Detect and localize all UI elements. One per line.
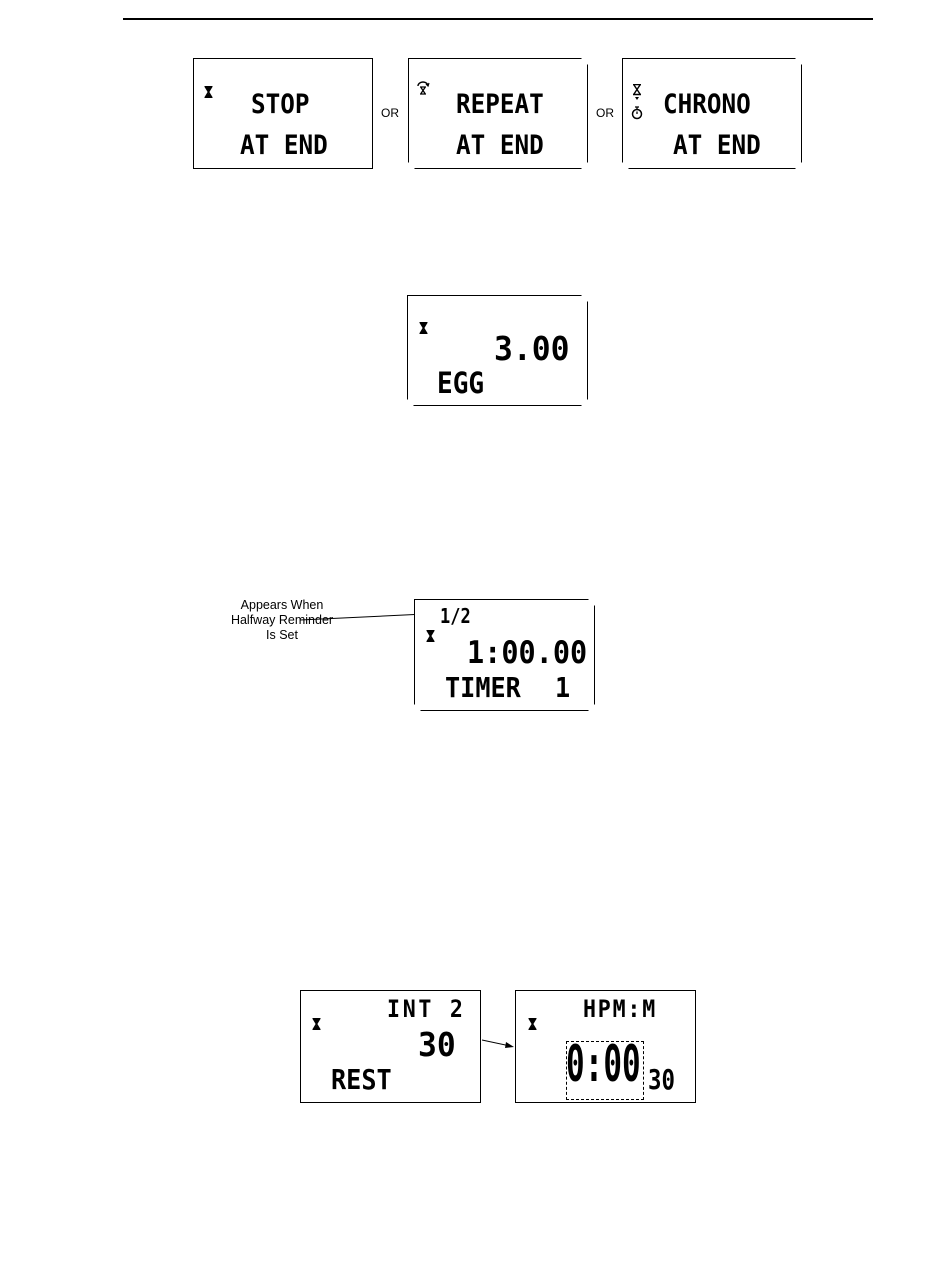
hourglass-icon: [527, 1018, 538, 1030]
hourglass-icon: [311, 1018, 322, 1030]
hourglass-icon: [418, 322, 429, 334]
or-separator: OR: [596, 106, 614, 120]
halfway-indicator: 1/2: [440, 606, 471, 626]
lcd-stop-at-end: STOP AT END: [193, 58, 373, 169]
lcd-line-1: REPEAT: [456, 91, 544, 118]
chrono-arrow-icon: [632, 84, 642, 104]
lcd-repeat-at-end: REPEAT AT END: [408, 58, 588, 169]
stopwatch-icon: [631, 106, 643, 120]
flow-arrow: [480, 1036, 520, 1052]
timer-number: 1: [555, 674, 570, 702]
hourglass-icon: [425, 630, 436, 642]
header-rule: [123, 18, 873, 20]
timer-label: TIMER: [445, 674, 521, 702]
lcd-timer-1: 1/2 1:00.00 TIMER 1: [414, 599, 595, 711]
callout-line: Is Set: [220, 628, 344, 643]
bpm-header: HPM:M: [583, 997, 657, 1021]
hourglass-icon: [203, 86, 214, 98]
interval-header: INT 2: [387, 997, 466, 1021]
timer-value: 3.00: [494, 332, 570, 365]
timer-value: 1:00.00: [467, 638, 587, 669]
lcd-egg-timer: 3.00 EGG: [407, 295, 588, 406]
interval-label: REST: [331, 1066, 392, 1094]
interval-value: 30: [418, 1028, 456, 1061]
timer-label: EGG: [437, 369, 484, 398]
lcd-chrono-at-end: CHRONO AT END: [622, 58, 802, 169]
lcd-line-1: CHRONO: [663, 91, 751, 118]
lcd-line-2: AT END: [456, 132, 544, 159]
bpm-seconds: 30: [648, 1066, 675, 1094]
lcd-line-2: AT END: [240, 132, 328, 159]
lcd-line-2: AT END: [673, 132, 761, 159]
lcd-interval-rest: INT 2 30 REST: [300, 990, 481, 1103]
or-separator: OR: [381, 106, 399, 120]
selection-dashed-box: [566, 1041, 644, 1100]
lcd-line-1: STOP: [251, 91, 310, 118]
repeat-hourglass-icon: [416, 81, 430, 95]
